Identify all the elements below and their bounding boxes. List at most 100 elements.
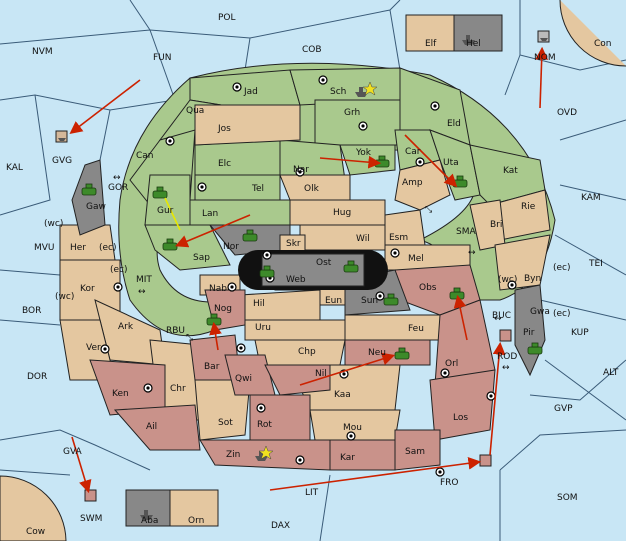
order-arrow: [175, 214, 251, 248]
sea-label: SWM: [80, 514, 102, 524]
land-label: Byn: [524, 274, 541, 284]
coast-label: (wc): [55, 292, 74, 302]
land-elf[interactable]: [405, 14, 455, 52]
sea-label: NVM: [32, 47, 53, 57]
passage-sma-icon: ↔: [468, 248, 476, 258]
army-unit-gaw[interactable]: [81, 183, 97, 196]
supply-center: [113, 282, 123, 292]
army-unit-nor[interactable]: [242, 229, 258, 242]
move-orders: [69, 46, 549, 494]
star-icon: [258, 445, 274, 460]
passage-gor-icon: ↔: [113, 173, 121, 183]
land-uta[interactable]: [429, 129, 481, 201]
sea-label: GVG: [52, 156, 72, 166]
fleet-unit-aba[interactable]: [140, 510, 153, 520]
land-hel[interactable]: [453, 14, 503, 52]
land-jos[interactable]: [194, 104, 301, 146]
land-feu[interactable]: [344, 314, 441, 341]
land-label: Gwa: [530, 307, 550, 317]
land-tel[interactable]: [194, 174, 281, 201]
supply-center: [197, 182, 207, 192]
fleet-unit-sch[interactable]: [355, 87, 368, 97]
passage-mit-icon: ↔: [138, 287, 146, 297]
land-label: Sot: [218, 418, 233, 428]
sea-label: SMA: [456, 227, 476, 237]
land-nil[interactable]: [264, 364, 331, 396]
sea-label: Con: [594, 39, 612, 49]
land-con[interactable]: [559, 0, 626, 67]
land-label: Chp: [298, 347, 316, 357]
fleet-unit-hel[interactable]: [462, 35, 475, 45]
supply-center: [390, 248, 400, 258]
land-amp[interactable]: [394, 159, 451, 211]
land-label: Web: [286, 275, 306, 285]
land-label: Jos: [217, 124, 231, 134]
land-label: Sch: [330, 87, 346, 97]
land-cow[interactable]: [0, 475, 67, 541]
supply-center: [232, 82, 242, 92]
land-label: Sun: [361, 296, 378, 306]
supply-center: [507, 280, 517, 290]
coast-label: (ec): [553, 263, 571, 273]
army-unit-gur[interactable]: [152, 186, 168, 199]
army-unit-web[interactable]: [259, 265, 275, 278]
support-order: [164, 197, 181, 231]
land-label: Grh: [344, 108, 360, 118]
army-unit-sun[interactable]: [383, 293, 399, 306]
army-unit-sap[interactable]: [162, 238, 178, 251]
land-wil[interactable]: [299, 224, 386, 251]
land-label: Amp: [402, 178, 423, 188]
order-arrow: [299, 352, 396, 386]
land-label: Sap: [193, 253, 210, 263]
land-label: Orn: [188, 516, 204, 526]
land-elc[interactable]: [194, 139, 281, 176]
land-hil[interactable]: [239, 289, 321, 321]
land-label: Hel: [466, 39, 481, 49]
fleet-unit-fro[interactable]: [479, 454, 492, 467]
coast-label: (ec): [99, 243, 117, 253]
land-label: Elc: [218, 159, 231, 169]
sea-label: LIT: [305, 488, 319, 498]
land-rot[interactable]: [249, 394, 311, 441]
land-neu[interactable]: [344, 339, 431, 366]
land-sam[interactable]: [394, 429, 441, 471]
army-unit-ost[interactable]: [343, 260, 359, 273]
fleet-unit-swm[interactable]: [84, 489, 97, 502]
land-label: Kat: [503, 166, 518, 176]
land-label: Jad: [243, 87, 258, 97]
supply-center: [295, 167, 305, 177]
star-icon: [362, 81, 378, 96]
sea-label: BUC: [492, 311, 511, 321]
land-label: Kar: [340, 453, 355, 463]
land-gaw[interactable]: [71, 159, 106, 236]
supply-center: [375, 291, 385, 301]
land-label: Yok: [355, 148, 372, 158]
land-label: Mel: [408, 254, 424, 264]
fleet-unit-nom[interactable]: [537, 30, 550, 43]
land-los[interactable]: [429, 369, 496, 441]
land-label: Rie: [521, 202, 536, 212]
coast-labels: (wc) (ec) (ec) (wc) (wc) (ec) (ec): [44, 219, 571, 319]
land-label: Aba: [141, 516, 158, 526]
land-ail[interactable]: [113, 404, 201, 451]
fleet-unit-rod[interactable]: [499, 329, 512, 342]
sea-label: DOR: [27, 372, 47, 382]
sea-label: TEI: [588, 259, 603, 269]
land-yok[interactable]: [339, 144, 396, 176]
land-orn[interactable]: [169, 489, 219, 527]
sea-label: NOM: [534, 53, 556, 63]
army-unit-pir[interactable]: [527, 342, 543, 355]
supply-center: [318, 75, 328, 85]
fleet-unit-gvg[interactable]: [55, 130, 68, 143]
sea-label: KAM: [581, 193, 601, 203]
sea-label: MVU: [34, 243, 55, 253]
land-sap[interactable]: [144, 224, 231, 271]
land-label: Nar: [293, 165, 309, 175]
supply-center: [435, 467, 445, 477]
order-arrow: [489, 341, 506, 456]
land-gur[interactable]: [144, 174, 191, 226]
land-grh[interactable]: [314, 99, 401, 146]
land-label: Qwi: [235, 374, 252, 384]
order-arrow: [535, 46, 549, 109]
